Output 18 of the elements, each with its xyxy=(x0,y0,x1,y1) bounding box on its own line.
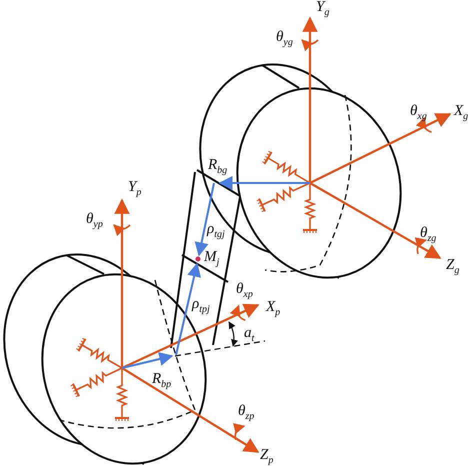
vector-label: ρ$_{tpj}$ xyxy=(192,297,210,317)
axis-label: X$_{g}$ xyxy=(454,104,468,124)
axis-label: Z$_{p}$ xyxy=(260,448,274,466)
rotation-label: θ$_{zg}$ xyxy=(420,226,436,246)
axis-label: Y$_{p}$ xyxy=(128,180,142,200)
rotation-label: θ$_{zp}$ xyxy=(238,404,254,424)
rotation-label: θ$_{xg}$ xyxy=(410,104,427,124)
axis-label: Y$_{g}$ xyxy=(316,0,330,20)
vector-label: R$_{bg}$ xyxy=(208,158,228,178)
rotation-label: θ$_{yg}$ xyxy=(276,30,293,50)
axis-label: Z$_{g}$ xyxy=(446,258,460,278)
angle-label: a$_{t}$ xyxy=(244,326,254,346)
point-label: M$_{j}$ xyxy=(204,250,220,270)
axis-label: X$_{p}$ xyxy=(266,300,280,320)
vector-label: R$_{bp}$ xyxy=(152,372,172,392)
rotation-label: θ$_{yp}$ xyxy=(86,212,103,232)
vector-label: ρ$_{tgj}$ xyxy=(207,222,225,242)
rotation-label: θ$_{xp}$ xyxy=(236,282,253,302)
